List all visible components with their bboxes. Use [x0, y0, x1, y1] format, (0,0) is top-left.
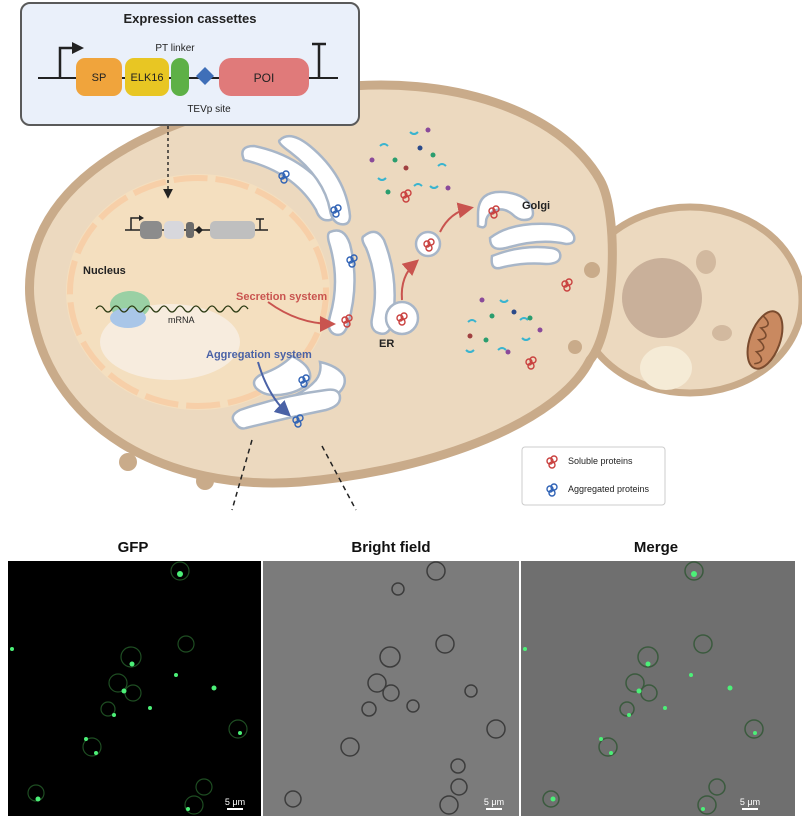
sp-label: SP — [92, 72, 107, 84]
soluble-proteins — [341, 189, 573, 370]
secretion-system-label: Secretion system — [236, 291, 327, 303]
bud-cell — [574, 203, 802, 397]
gfp-scale-label: 5 μm — [224, 797, 246, 807]
elk16-segment — [125, 58, 169, 96]
elk16-label: ELK16 — [130, 72, 163, 84]
bright-field-scale-label: 5 μm — [483, 797, 505, 807]
gfp-panel-title: GFP — [117, 539, 149, 556]
mrna-label: mRNA — [168, 315, 195, 325]
mitochondrion-icon — [746, 310, 784, 370]
secreted-particles-top — [369, 127, 451, 195]
bright-field-scale-bar: 5 μm — [479, 797, 509, 810]
merge-image: 5 μm — [521, 561, 795, 816]
expression-cassette-box: Expression cassettes SP ELK16 POI PT lin… — [20, 2, 360, 126]
merge-scale-label: 5 μm — [739, 797, 761, 807]
gene-construct-icon — [125, 215, 268, 239]
gfp-scale-bar: 5 μm — [220, 797, 250, 810]
secreted-particles-bottom — [465, 297, 543, 355]
merge-panel-title: Merge — [633, 539, 679, 556]
bright-field-image: 5 μm — [263, 561, 519, 816]
aggregated-protein-icon — [546, 483, 558, 497]
zoom-line-right — [321, 445, 357, 511]
sp-segment — [76, 58, 122, 96]
cassette-title: Expression cassettes — [124, 11, 257, 26]
legend-aggregated-label: Aggregated proteins — [568, 484, 650, 494]
er-label: ER — [379, 338, 394, 350]
mrna-strand — [95, 305, 249, 313]
vesicle-to-golgi-arrow — [439, 202, 474, 233]
legend-soluble-label: Soluble proteins — [568, 456, 633, 466]
golgi-membranes — [476, 190, 576, 270]
gfp-image: 5 μm — [8, 561, 261, 816]
pt-linker-label: PT linker — [155, 43, 195, 54]
er-to-vesicle-arrow — [400, 259, 420, 301]
bright-field-panel-title: Bright field — [351, 539, 431, 556]
tevp-site-label: TEVp site — [187, 104, 231, 115]
legend: Soluble proteins Aggregated proteins — [521, 446, 666, 506]
zoom-line-left — [231, 439, 253, 511]
merge-scale-bar: 5 μm — [735, 797, 765, 810]
soluble-protein-icon — [546, 455, 558, 469]
pt-linker-segment — [171, 58, 189, 96]
nucleus-label: Nucleus — [83, 265, 126, 277]
aggregated-proteins — [278, 170, 358, 428]
secretion-arrow — [267, 301, 336, 332]
tevp-site-icon — [196, 67, 214, 85]
aggregation-arrow — [257, 361, 291, 417]
poi-label: POI — [254, 71, 275, 85]
poi-segment — [219, 58, 309, 96]
golgi-label: Golgi — [522, 200, 550, 212]
aggregation-system-label: Aggregation system — [206, 349, 312, 361]
